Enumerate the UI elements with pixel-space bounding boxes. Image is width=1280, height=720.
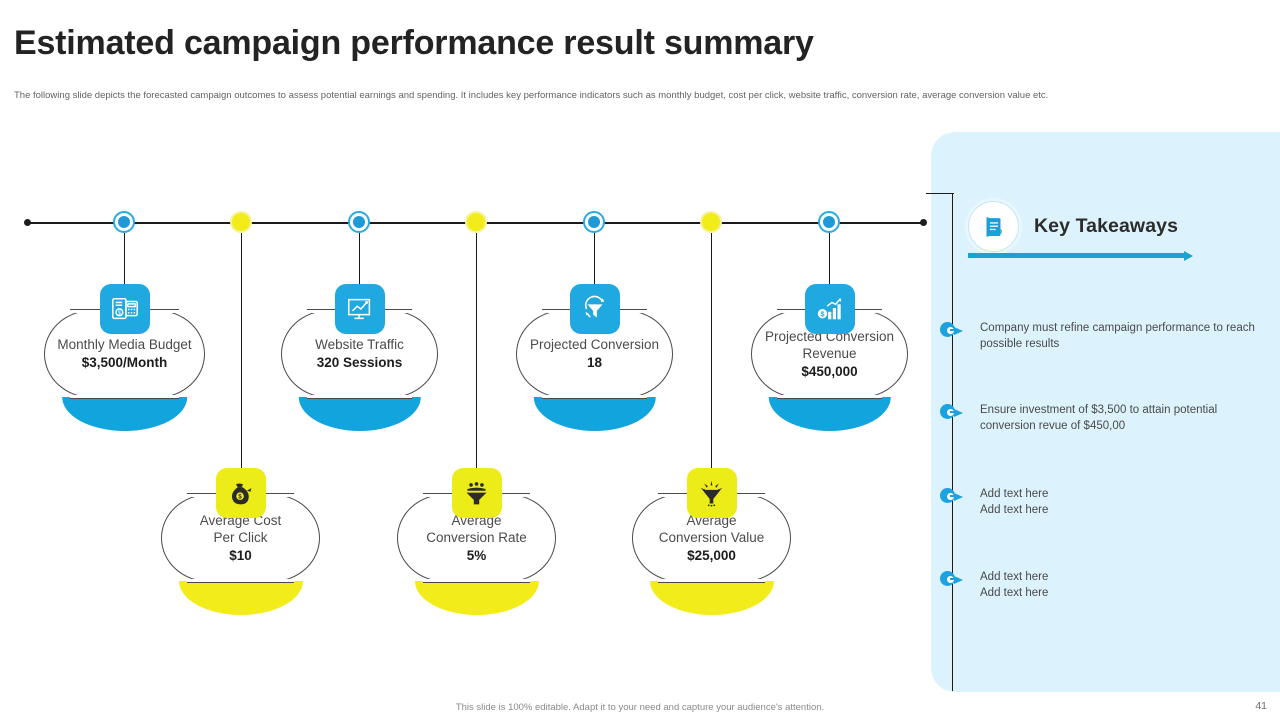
key-takeaway-text: Add text here Add text here bbox=[980, 571, 1049, 600]
card-value: $10 bbox=[229, 547, 252, 563]
kpi-card-monthly-media-budget[interactable]: Monthly Media Budget $3,500/Month $ bbox=[44, 284, 205, 431]
key-takeaways-divider bbox=[968, 250, 1193, 261]
panel-connector-horizontal bbox=[926, 193, 954, 195]
key-takeaway-item-4: Add text here Add text here bbox=[940, 569, 1260, 602]
card-arc bbox=[649, 581, 774, 615]
arrow-bullet-icon bbox=[940, 488, 972, 504]
timeline-node-7[interactable] bbox=[818, 211, 840, 233]
card-value: 320 Sessions bbox=[316, 355, 403, 371]
timeline-stem-5 bbox=[593, 233, 595, 285]
timeline-stem-4 bbox=[475, 233, 477, 469]
timeline-stem-2 bbox=[240, 233, 242, 469]
timeline-node-5[interactable] bbox=[583, 211, 605, 233]
kpi-card-average-cost-per-click[interactable]: Average Cost Per Click $10 $ bbox=[161, 468, 320, 615]
card-label: Projected Conversion bbox=[529, 337, 660, 353]
svg-text:$: $ bbox=[238, 493, 242, 500]
kpi-card-website-traffic[interactable]: Website Traffic 320 Sessions bbox=[281, 284, 438, 431]
timeline-end-dot bbox=[920, 219, 927, 226]
timeline-node-2[interactable] bbox=[230, 211, 252, 233]
budget-invoice-icon: $ bbox=[99, 284, 150, 334]
kpi-card-projected-conversion[interactable]: Projected Conversion 18 bbox=[516, 284, 673, 431]
card-label: Average Conversion Value bbox=[658, 512, 765, 545]
timeline-stem-7 bbox=[828, 233, 830, 285]
card-arc bbox=[768, 397, 891, 431]
funnel-value-icon bbox=[686, 468, 737, 518]
card-value: 5% bbox=[466, 547, 487, 563]
kpi-card-average-conversion-value[interactable]: Average Conversion Value $25,000 bbox=[632, 468, 791, 615]
key-takeaway-item-2: Ensure investment of $3,500 to attain po… bbox=[940, 402, 1260, 435]
card-value: 18 bbox=[586, 355, 603, 371]
key-takeaway-text: Add text here Add text here bbox=[980, 488, 1049, 517]
timeline-node-1[interactable] bbox=[113, 211, 135, 233]
footer-note: This slide is 100% editable. Adapt it to… bbox=[455, 702, 825, 713]
panel-connector-vertical bbox=[952, 193, 954, 691]
card-value: $450,000 bbox=[801, 363, 858, 379]
page-title: Estimated campaign performance result su… bbox=[14, 24, 814, 62]
timeline-node-6[interactable] bbox=[700, 211, 722, 233]
money-bag-icon: $ bbox=[215, 468, 266, 518]
page-number: 41 bbox=[1255, 700, 1267, 712]
kpi-card-projected-conversion-revenue[interactable]: Projected Conversion Revenue $450,000 $ bbox=[751, 284, 908, 431]
timeline-node-3[interactable] bbox=[348, 211, 370, 233]
key-takeaway-text: Company must refine campaign performance… bbox=[980, 322, 1255, 351]
arrow-bullet-icon bbox=[940, 404, 972, 420]
card-value: $3,500/Month bbox=[81, 355, 168, 371]
timeline-stem-1 bbox=[123, 233, 125, 285]
svg-text:$: $ bbox=[117, 311, 121, 317]
svg-text:$: $ bbox=[820, 312, 824, 319]
key-takeaways-title: Key Takeaways bbox=[1034, 215, 1179, 237]
card-arc bbox=[533, 397, 656, 431]
key-takeaway-item-1: Company must refine campaign performance… bbox=[940, 320, 1260, 353]
traffic-chart-icon bbox=[334, 284, 385, 334]
timeline-node-4[interactable] bbox=[465, 211, 487, 233]
key-takeaways-header: Key Takeaways bbox=[968, 201, 1178, 252]
card-label: Website Traffic bbox=[315, 337, 404, 353]
card-value: $25,000 bbox=[687, 547, 736, 563]
card-arc bbox=[178, 581, 303, 615]
page-subtitle: The following slide depicts the forecast… bbox=[14, 90, 1049, 101]
notepad-icon bbox=[968, 201, 1019, 252]
card-label: Projected Conversion Revenue bbox=[764, 328, 895, 361]
card-arc bbox=[414, 581, 539, 615]
revenue-growth-icon: $ bbox=[804, 284, 855, 334]
timeline-stem-6 bbox=[710, 233, 712, 469]
timeline-start-dot bbox=[24, 219, 31, 226]
kpi-card-average-conversion-rate[interactable]: Average Conversion Rate 5% bbox=[397, 468, 556, 615]
key-takeaway-text: Ensure investment of $3,500 to attain po… bbox=[980, 404, 1218, 433]
arrow-bullet-icon bbox=[940, 322, 972, 338]
key-takeaway-item-3: Add text here Add text here bbox=[940, 486, 1260, 519]
card-arc bbox=[298, 397, 421, 431]
card-label: Monthly Media Budget bbox=[57, 337, 192, 353]
card-arc bbox=[61, 397, 188, 431]
conversion-funnel-icon bbox=[569, 284, 620, 334]
timeline-stem-3 bbox=[358, 233, 360, 285]
funnel-people-icon bbox=[451, 468, 502, 518]
arrow-bullet-icon bbox=[940, 571, 972, 587]
